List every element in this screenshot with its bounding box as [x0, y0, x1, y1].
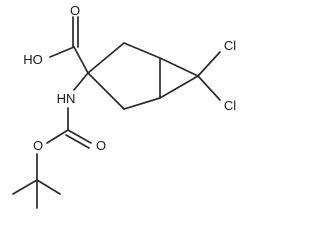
boc-amino-group: HN O O	[33, 72, 106, 181]
bond-tbu-methyl-left	[12, 179, 38, 195]
chlorine-lower-label: Cl	[224, 98, 236, 113]
hydroxyl-label: HO	[23, 52, 43, 67]
bond-c5-c4	[123, 97, 161, 110]
bond-c6-cl-lower	[197, 75, 221, 101]
dichloro-group: Cl Cl	[197, 38, 236, 113]
carboxylic-acid-group: O HO	[23, 3, 89, 74]
bond-carbonyl-ester-o	[46, 129, 69, 144]
bicyclic-ring	[87, 42, 199, 110]
bond-c2-c1	[123, 42, 161, 59]
amine-label: HN	[57, 91, 76, 106]
tert-butyl-group	[12, 179, 61, 209]
chemical-structure: O HO Cl Cl HN O O	[12, 3, 236, 209]
carbamate-ester-oxygen-label: O	[33, 138, 43, 153]
bond-carbamate-co-b	[65, 134, 90, 149]
carboxyl-oxygen-label: O	[70, 3, 80, 18]
bond-c3-n	[73, 72, 89, 91]
bond-c-oh	[49, 46, 75, 58]
bond-carbamate-co-a	[67, 129, 92, 144]
bond-c5-c6	[159, 75, 199, 99]
bond-tbu-methyl-right	[36, 179, 61, 195]
bond-c6-cl-upper	[197, 51, 221, 77]
carbamate-carbonyl-oxygen-label: O	[96, 138, 106, 153]
bond-c4-c3	[87, 72, 125, 110]
bond-cooh-ring-carbon	[73, 46, 89, 74]
chlorine-upper-label: Cl	[224, 38, 236, 53]
bond-c1-c6	[159, 57, 199, 77]
bond-c3-c2	[87, 42, 125, 74]
